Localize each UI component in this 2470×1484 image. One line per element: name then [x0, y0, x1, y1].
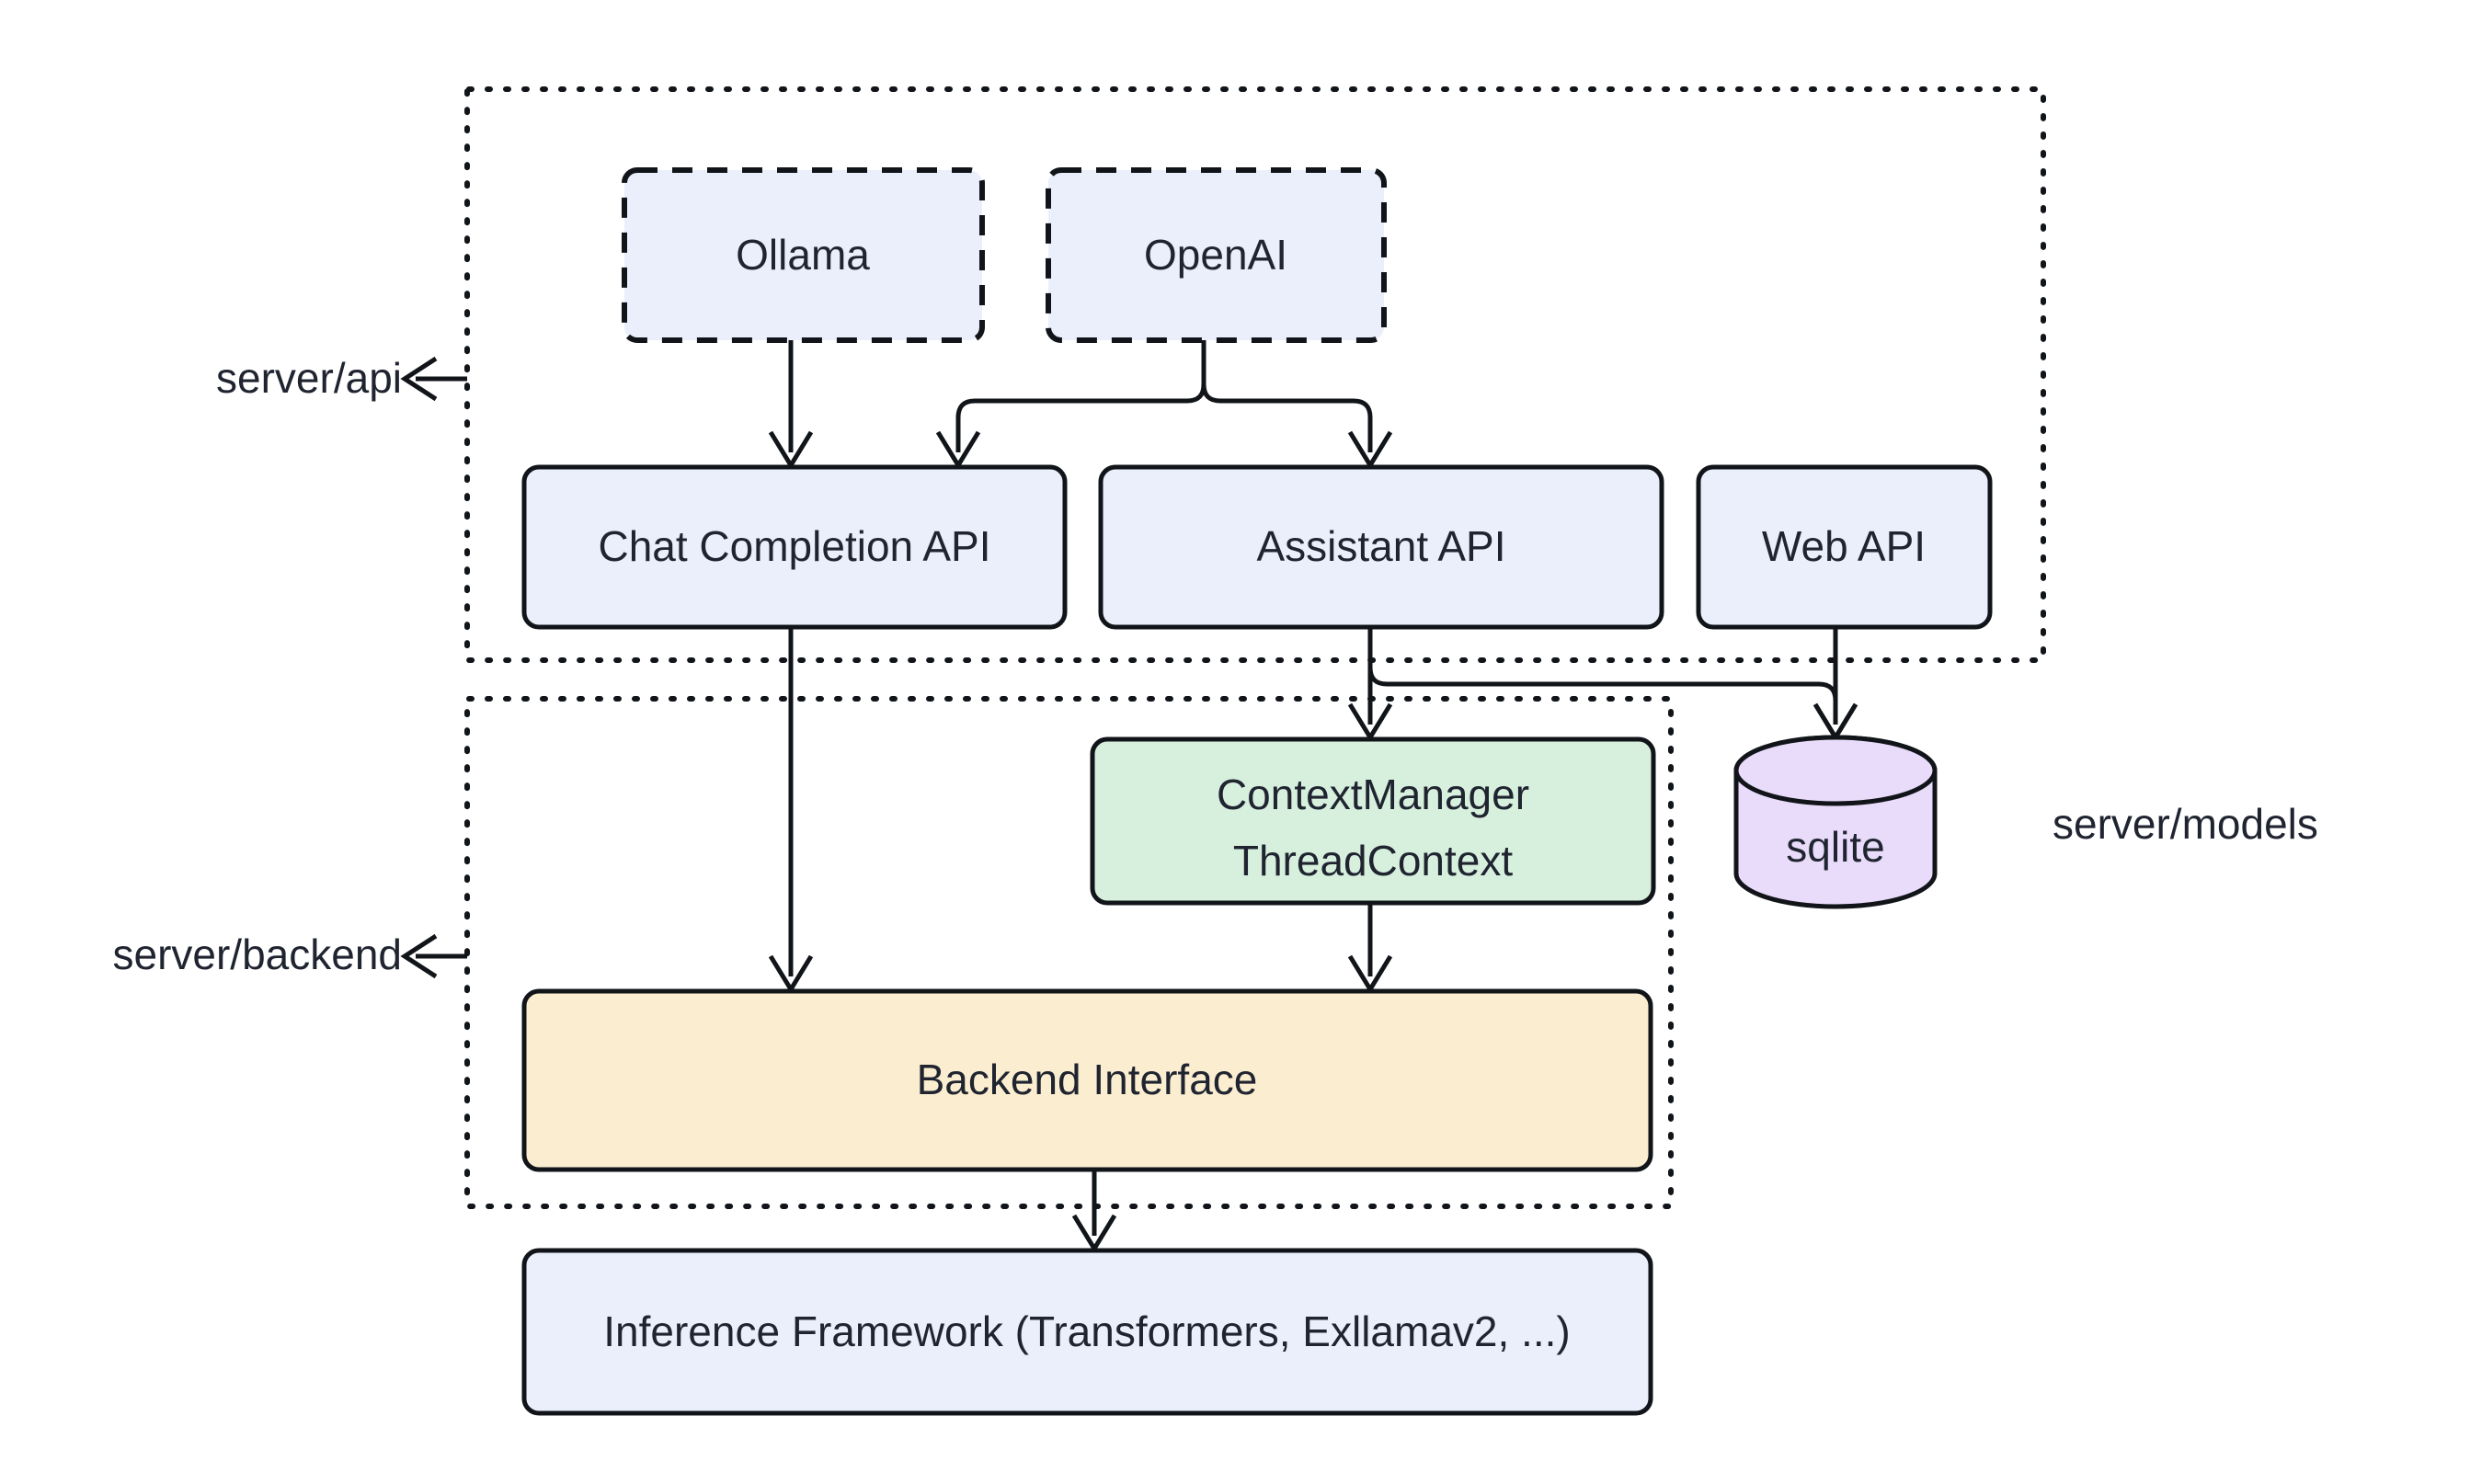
cluster-server-backend — [464, 696, 1674, 1209]
node-inference-framework-label: Inference Framework (Transformers, Exlla… — [603, 1307, 1570, 1355]
edge-ollama-to-chat-completion-api — [768, 340, 814, 470]
node-assistant-api-label: Assistant API — [1256, 522, 1505, 570]
node-ollama-shape[interactable] — [622, 167, 985, 343]
edge-backend-interface-to-inference-framework — [1071, 1170, 1117, 1253]
cluster-server-api — [464, 86, 2046, 663]
cluster-label-server-backend-text: server/backend — [113, 930, 403, 978]
node-ollama-label: Ollama — [736, 231, 870, 279]
node-assistant-api[interactable]: Assistant API — [1098, 464, 1664, 630]
node-sqlite-top-ellipse — [1733, 735, 1938, 806]
node-chat-completion-api[interactable]: Chat Completion API — [521, 464, 1068, 630]
node-web-api[interactable]: Web API — [1696, 464, 1993, 630]
node-backend-interface-shape[interactable] — [521, 988, 1653, 1172]
node-web-api-shape[interactable] — [1696, 464, 1993, 630]
edge-openai-to-assistant-api — [1201, 340, 1393, 470]
node-context-manager-label-line2: ThreadContext — [1233, 837, 1513, 885]
node-context-manager-shape[interactable] — [1090, 736, 1656, 906]
node-assistant-api-shape[interactable] — [1098, 464, 1664, 630]
cluster-label-server-api: server/api — [216, 354, 467, 402]
node-openai[interactable]: OpenAI — [1046, 167, 1387, 343]
node-web-api-label: Web API — [1762, 522, 1926, 570]
node-backend-interface-label: Backend Interface — [917, 1056, 1258, 1103]
node-ollama[interactable]: Ollama — [622, 167, 985, 343]
node-inference-framework-shape[interactable] — [521, 1248, 1653, 1416]
edge-openai-to-chat-completion-api — [935, 340, 1206, 470]
cluster-label-server-models-text: server/models — [2053, 800, 2318, 848]
cluster-label-server-api-text: server/api — [216, 354, 402, 402]
node-inference-framework[interactable]: Inference Framework (Transformers, Exlla… — [521, 1248, 1653, 1416]
node-backend-interface[interactable]: Backend Interface — [521, 988, 1653, 1172]
node-openai-shape[interactable] — [1046, 167, 1387, 343]
edge-chat-completion-api-to-backend-interface — [768, 627, 814, 994]
edge-context-manager-to-backend-interface — [1347, 903, 1393, 994]
cluster-label-server-models: server/models — [2053, 800, 2318, 848]
node-chat-completion-api-shape[interactable] — [521, 464, 1068, 630]
node-sqlite[interactable]: sqlite — [1733, 735, 1938, 909]
node-context-manager[interactable]: ContextManager ThreadContext — [1090, 736, 1656, 906]
node-sqlite-label: sqlite — [1786, 823, 1884, 871]
cluster-label-server-backend: server/backend — [113, 930, 467, 978]
edge-assistant-api-to-sqlite — [1367, 627, 1858, 742]
node-chat-completion-api-label: Chat Completion API — [598, 522, 990, 570]
node-openai-label: OpenAI — [1144, 231, 1287, 279]
node-context-manager-label-line1: ContextManager — [1217, 771, 1529, 818]
